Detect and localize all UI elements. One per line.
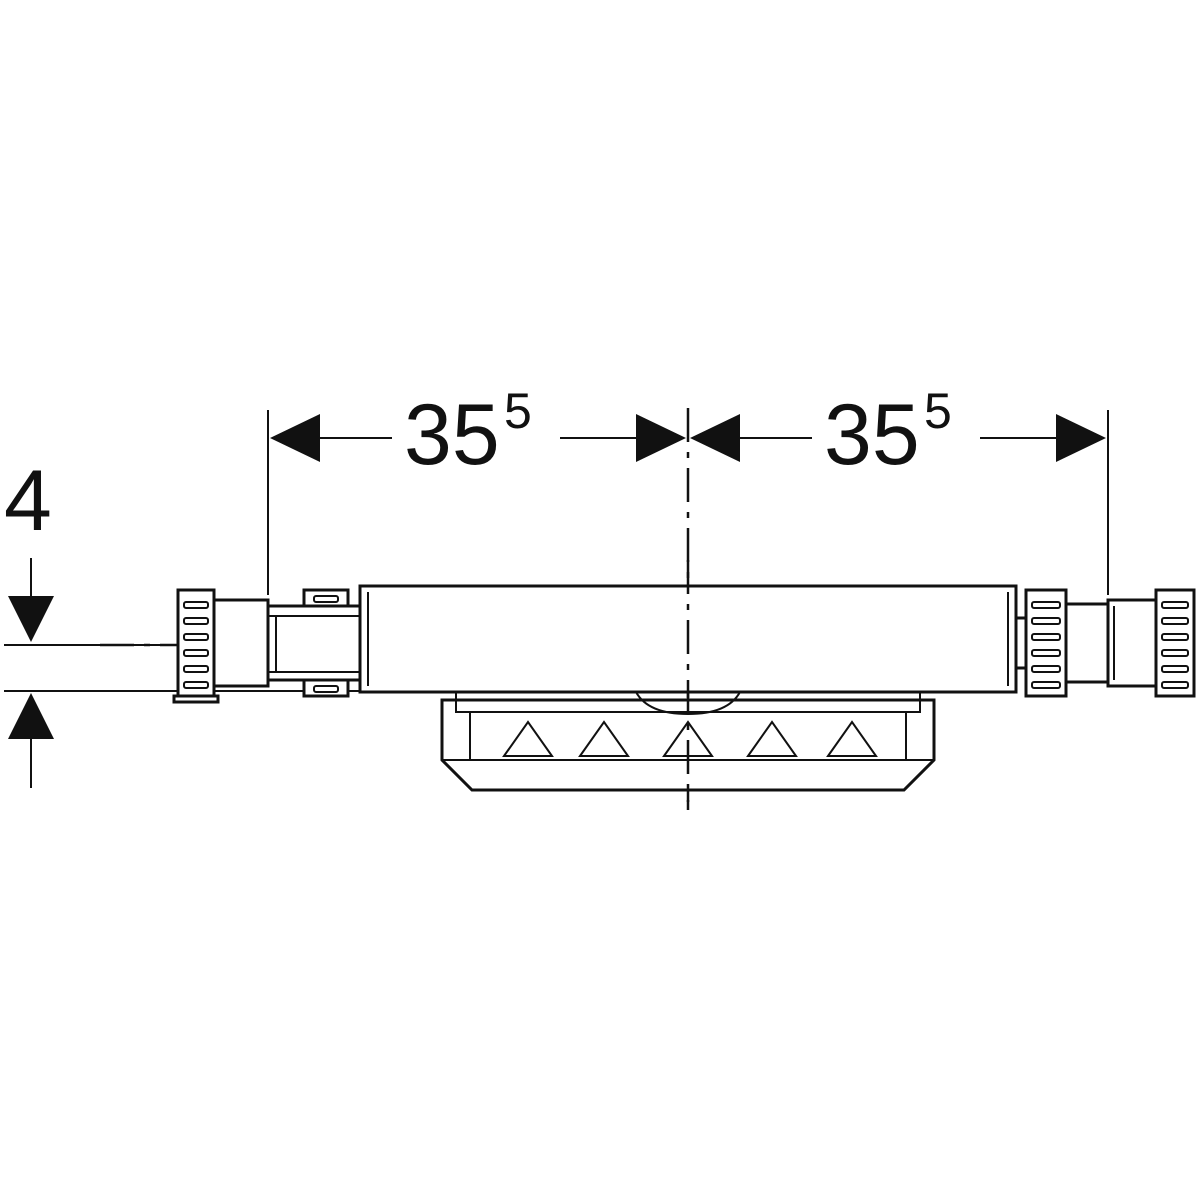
dimension-arrow-left [270, 414, 320, 462]
height-arrow-top [8, 596, 54, 642]
extension-lines [267, 410, 1109, 595]
right-width-value: 35 [824, 387, 920, 483]
width-dimension [270, 414, 1106, 462]
left-width-superscript: 5 [504, 383, 532, 439]
left-connector [172, 588, 362, 704]
dimension-arrow-center-left [636, 414, 686, 462]
height-dimension: 4 [4, 453, 360, 788]
left-width-value: 35 [404, 387, 500, 483]
dimension-arrow-right [1056, 414, 1106, 462]
height-arrow-bottom [8, 693, 54, 739]
right-width-superscript: 5 [924, 383, 952, 439]
right-connector [1014, 588, 1196, 698]
dimension-arrow-center-right [690, 414, 740, 462]
height-value: 4 [4, 453, 52, 549]
